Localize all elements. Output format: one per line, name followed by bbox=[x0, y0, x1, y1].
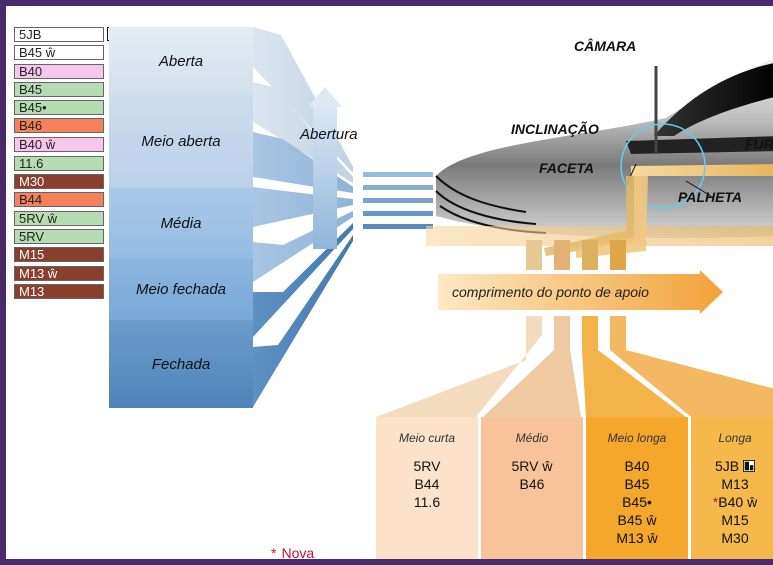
column-item: M15 bbox=[721, 512, 749, 528]
opening-media: Média bbox=[109, 188, 253, 258]
mouthpiece-graphic bbox=[426, 58, 773, 258]
new-star-icon: * bbox=[271, 545, 277, 561]
palheta-label: PALHETA bbox=[678, 189, 743, 205]
furo-label: FUR bbox=[745, 136, 773, 152]
code-m15: M15 bbox=[14, 247, 104, 263]
code-5rv: 5RV bbox=[14, 228, 104, 244]
code-b46: B46 bbox=[14, 118, 104, 134]
column-longa: Longa 5JB M13 *B40 ŵ M15 M30 bbox=[691, 417, 773, 559]
column-meio-longa: Meio longa B40 B45 B45• B45 ŵ M13 ŵ bbox=[586, 417, 688, 559]
opening-fechada: Fechada bbox=[109, 320, 253, 408]
code-b45: B45 bbox=[14, 81, 104, 97]
comprimento-label: comprimento do ponto de apoio bbox=[452, 284, 649, 300]
opening-aberta: Aberta bbox=[109, 27, 253, 95]
code-5jb: 5JB bbox=[14, 27, 104, 42]
column-item: B40 bbox=[624, 458, 650, 474]
column-medio: Médio 5RV ŵ B46 bbox=[481, 417, 583, 559]
camara-label: CÂMARA bbox=[574, 38, 637, 54]
code-m30: M30 bbox=[14, 174, 104, 190]
column-item: M30 bbox=[721, 530, 749, 546]
inclinacao-label: INCLINAÇÃO bbox=[511, 121, 599, 137]
column-item: 5RV ŵ bbox=[511, 458, 553, 474]
column-item: B45 bbox=[624, 476, 650, 492]
code-b40: B40 bbox=[14, 63, 104, 79]
code-b45-w: B45 ŵ bbox=[14, 45, 104, 61]
comprimento-arrow bbox=[438, 270, 723, 314]
column-item: *B40 ŵ bbox=[712, 494, 758, 510]
code-11-6: 11.6 bbox=[14, 155, 104, 171]
code-b40-w: B40 ŵ bbox=[14, 136, 104, 152]
column-item: 5RV bbox=[413, 458, 441, 474]
column-head: Longa bbox=[718, 431, 752, 445]
code-m13: M13 bbox=[14, 283, 104, 299]
opening-fan-graphic bbox=[253, 27, 433, 407]
column-head: Meio longa bbox=[607, 431, 667, 445]
code-b45-dot: B45• bbox=[14, 100, 104, 116]
column-head: Médio bbox=[515, 431, 549, 445]
code-m13-w: M13 ŵ bbox=[14, 265, 104, 281]
new-star-icon: * bbox=[712, 494, 719, 510]
column-item: B45• bbox=[622, 494, 652, 510]
abertura-label: Abertura bbox=[300, 126, 358, 143]
code-b44: B44 bbox=[14, 192, 104, 208]
column-item: B46 bbox=[519, 476, 545, 492]
column-meio-curta: Meio curta 5RV B44 11.6 bbox=[376, 417, 478, 559]
opening-meio-fechada: Meio fechada bbox=[109, 258, 253, 320]
length-funnel-graphic bbox=[376, 240, 773, 417]
column-item: 11.6 bbox=[413, 494, 441, 510]
faceta-label: FACETA bbox=[539, 160, 594, 176]
column-item: M13 ŵ bbox=[616, 530, 658, 546]
mouthpiece-code-list: 5JB B45 ŵ B40 B45 B45• B46 B40 ŵ 11.6 M3… bbox=[14, 27, 104, 302]
nova-legend: *Nova bbox=[271, 545, 315, 561]
new-model-icon bbox=[743, 460, 755, 472]
column-item: 5JB bbox=[691, 457, 773, 475]
code-5rv-w: 5RV ŵ bbox=[14, 210, 104, 226]
column-head: Meio curta bbox=[398, 431, 456, 445]
column-item: M13 bbox=[721, 476, 749, 492]
column-item: B44 bbox=[414, 476, 440, 492]
column-item: B45 ŵ bbox=[617, 512, 657, 528]
opening-meio-aberta: Meio aberta bbox=[109, 95, 253, 188]
